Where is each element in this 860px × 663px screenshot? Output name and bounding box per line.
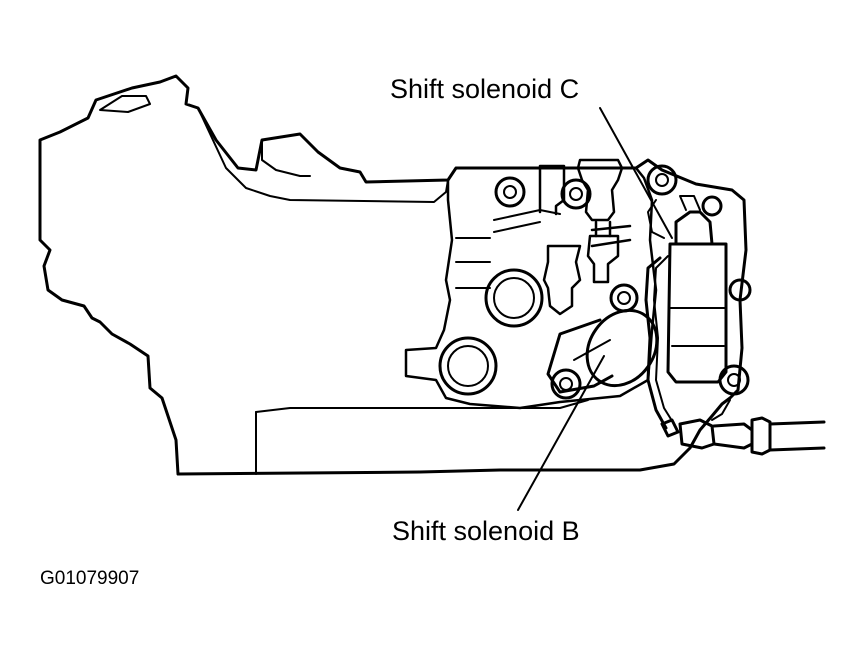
valve-ports	[438, 195, 723, 396]
valve-spools	[538, 158, 632, 316]
shift-solenoid-c	[647, 195, 728, 384]
valve-body	[404, 166, 658, 410]
bolt-heads	[494, 164, 752, 400]
leader-line-solenoid-c	[599, 107, 673, 239]
figure-id: G01079907	[40, 568, 140, 589]
transmission-case-outline	[38, 74, 748, 476]
label-shift-solenoid-c: Shift solenoid C	[390, 74, 580, 104]
leader-line-solenoid-b	[517, 355, 605, 511]
wiring-harness	[644, 255, 826, 456]
label-shift-solenoid-b: Shift solenoid B	[392, 516, 580, 546]
